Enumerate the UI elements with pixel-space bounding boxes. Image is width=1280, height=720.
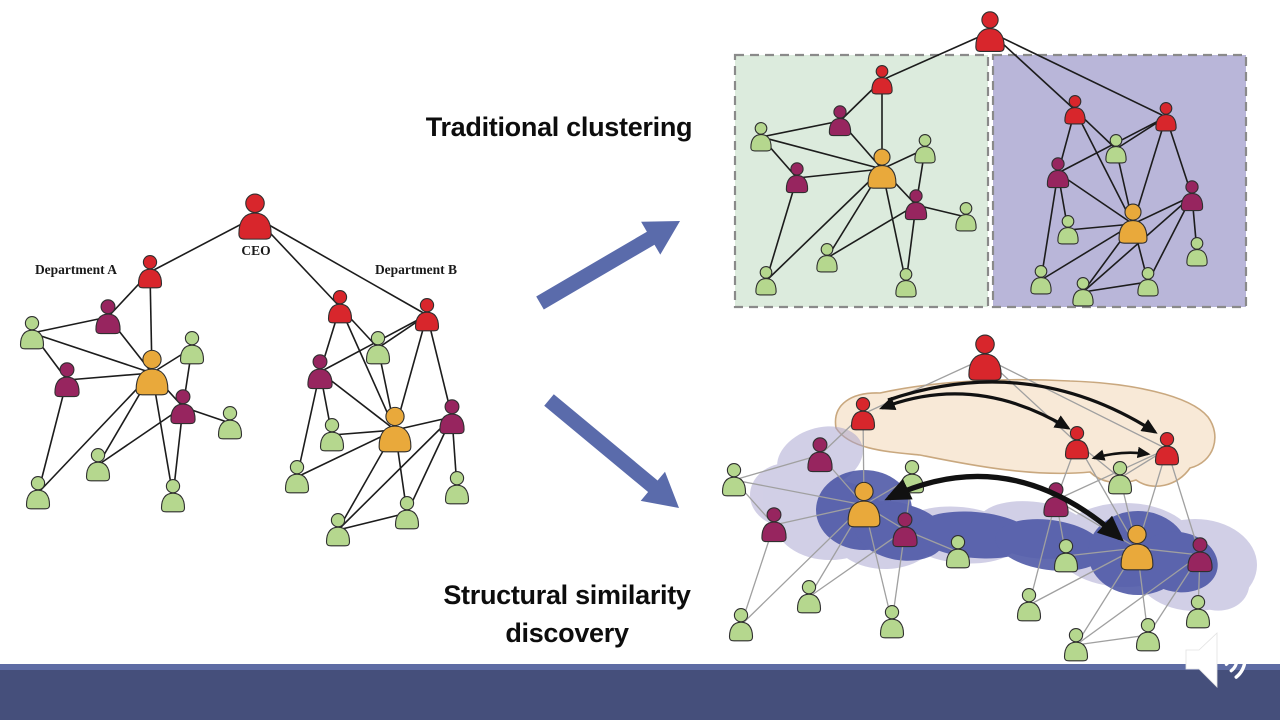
org-chart-diagram-node-a_grn1 bbox=[19, 316, 45, 350]
structural-similarity-diagram-node-a_grn1 bbox=[721, 463, 747, 497]
traditional-clustering-diagram-node-b_pur2 bbox=[1180, 180, 1204, 212]
org-chart-diagram bbox=[19, 193, 470, 547]
footer-bar-accent bbox=[0, 664, 1280, 670]
org-chart-diagram-node-a_grn6 bbox=[160, 479, 186, 513]
arrow-to-structural bbox=[544, 394, 679, 508]
structural-similarity-diagram-node-b_grn2 bbox=[1053, 539, 1079, 573]
speaker-wave-large bbox=[1234, 639, 1247, 679]
structural-similarity-diagram-node-a_yel bbox=[847, 481, 881, 528]
arrow-to-traditional bbox=[536, 221, 680, 310]
traditional-clustering-diagram-node-a_pur2 bbox=[785, 162, 809, 194]
traditional-clustering-diagram-node-b_grn5 bbox=[1137, 267, 1159, 297]
traditional-clustering-diagram-node-a_grn6 bbox=[895, 268, 917, 298]
department-b-label: Department B bbox=[374, 262, 458, 277]
org-chart-diagram-node-b_grn1 bbox=[365, 331, 391, 365]
org-chart-diagram-node-b_grn6 bbox=[325, 513, 351, 547]
structural-title-line2: discovery bbox=[505, 618, 629, 648]
speaker-icon[interactable] bbox=[1185, 632, 1247, 688]
org-chart-diagram-node-b_grn2 bbox=[319, 418, 345, 452]
org-chart-diagram-node-b_red2 bbox=[414, 298, 440, 332]
structural-similarity-diagram-node-a_pur2 bbox=[761, 507, 787, 543]
speaker-wave-small bbox=[1224, 652, 1231, 666]
traditional-clustering-diagram-node-a_grn2 bbox=[914, 134, 936, 164]
traditional-clustering-diagram bbox=[733, 11, 1248, 309]
traditional-clustering-diagram-node-a_grn5 bbox=[816, 243, 838, 273]
speaker-wave-mid bbox=[1229, 645, 1239, 673]
org-chart-diagram-node-b_grn4 bbox=[444, 471, 470, 505]
traditional-clustering-diagram-node-a_grn3 bbox=[955, 202, 977, 232]
structural-similarity-diagram-node-b_red2 bbox=[1154, 432, 1180, 466]
structural-similarity-title: Structural similarity discovery bbox=[417, 576, 717, 652]
org-chart-diagram-node-b_yel bbox=[378, 406, 412, 453]
traditional-clustering-diagram-node-b_red1 bbox=[1064, 95, 1086, 125]
traditional-clustering-diagram-node-a_red bbox=[871, 65, 893, 95]
org-chart-diagram-node-ceo bbox=[238, 193, 272, 240]
similarity-arrow-1 bbox=[879, 392, 1071, 430]
org-chart-diagram-node-a_grn4 bbox=[25, 476, 51, 510]
org-chart-diagram-node-a_grn2 bbox=[179, 331, 205, 365]
org-chart-diagram-node-a_yel bbox=[135, 349, 169, 396]
structural-similarity-diagram-node-ceo bbox=[968, 334, 1002, 381]
traditional-clustering-diagram-node-b_grn6 bbox=[1072, 277, 1094, 307]
structural-similarity-diagram-node-b_pur2 bbox=[1187, 537, 1213, 573]
org-chart-diagram-node-a_pur3 bbox=[170, 389, 196, 425]
org-chart-diagram-node-a_grn3 bbox=[217, 406, 243, 440]
ceo-label: CEO bbox=[241, 243, 271, 258]
traditional-clustering-diagram-node-b_grn2 bbox=[1057, 215, 1079, 245]
org-chart-diagram-node-b_pur1 bbox=[307, 354, 333, 390]
traditional-clustering-diagram-node-a_pur3 bbox=[904, 189, 928, 221]
structural-similarity-diagram-node-a_red bbox=[850, 397, 876, 431]
similarity-arrow-2 bbox=[887, 380, 1158, 434]
traditional-clustering-diagram-node-b_pur1 bbox=[1046, 157, 1070, 189]
traditional-clustering-diagram-node-a_pur1 bbox=[828, 105, 852, 137]
traditional-clustering-diagram-node-b_grn1 bbox=[1105, 134, 1127, 164]
structural-similarity-diagram-node-a_pur1 bbox=[807, 437, 833, 473]
traditional-clustering-diagram-node-ceo bbox=[975, 11, 1005, 53]
org-chart-diagram-node-b_grn5 bbox=[394, 496, 420, 530]
structural-similarity-diagram-node-b_grn6 bbox=[1063, 628, 1089, 662]
similarity-arrow-4 bbox=[884, 473, 1124, 542]
similarity-arrow-3 bbox=[1091, 446, 1151, 461]
structural-similarity-diagram-node-b_red1 bbox=[1064, 426, 1090, 460]
structural-similarity-diagram-node-b_grn4 bbox=[1185, 595, 1211, 629]
traditional-clustering-diagram-node-b_grn4 bbox=[1186, 237, 1208, 267]
structural-title-line1: Structural similarity bbox=[443, 580, 691, 610]
role-blob-hubs bbox=[816, 470, 1218, 595]
structural-similarity-diagram-node-b_grn5 bbox=[1135, 618, 1161, 652]
traditional-clustering-title: Traditional clustering bbox=[425, 112, 693, 142]
traditional-clustering-diagram-node-a_grn1 bbox=[750, 122, 772, 152]
org-chart-diagram-node-a_pur1 bbox=[95, 299, 121, 335]
org-chart-diagram-node-a_pur2 bbox=[54, 362, 80, 398]
structural-similarity-diagram bbox=[721, 334, 1257, 662]
traditional-clustering-diagram-cluster-box-2 bbox=[991, 53, 1248, 309]
structural-similarity-diagram-node-a_grn5 bbox=[796, 580, 822, 614]
traditional-clustering-diagram-cluster-box-1 bbox=[733, 53, 990, 309]
speaker-cone bbox=[1185, 632, 1218, 688]
org-chart-diagram-node-b_red1 bbox=[327, 290, 353, 324]
structural-similarity-diagram-node-a_grn4 bbox=[728, 608, 754, 642]
structural-similarity-diagram-node-b_grn3 bbox=[1016, 588, 1042, 622]
department-a-label: Department A bbox=[34, 262, 118, 277]
footer-bar bbox=[0, 670, 1280, 720]
org-chart-diagram-node-a_red bbox=[137, 255, 163, 289]
org-chart-diagram-node-b_grn3 bbox=[284, 460, 310, 494]
traditional-clustering-diagram-node-a_yel bbox=[867, 148, 897, 189]
traditional-clustering-diagram-node-a_grn4 bbox=[755, 266, 777, 296]
traditional-clustering-diagram-node-b_grn3 bbox=[1030, 265, 1052, 295]
org-chart-diagram-node-a_grn5 bbox=[85, 448, 111, 482]
traditional-clustering-diagram-node-b_yel bbox=[1118, 203, 1148, 244]
org-chart-diagram-node-b_pur2 bbox=[439, 399, 465, 435]
traditional-clustering-diagram-node-b_red2 bbox=[1155, 102, 1177, 132]
structural-similarity-diagram-node-b_yel bbox=[1120, 524, 1154, 571]
structural-similarity-diagram-node-a_grn6 bbox=[879, 605, 905, 639]
